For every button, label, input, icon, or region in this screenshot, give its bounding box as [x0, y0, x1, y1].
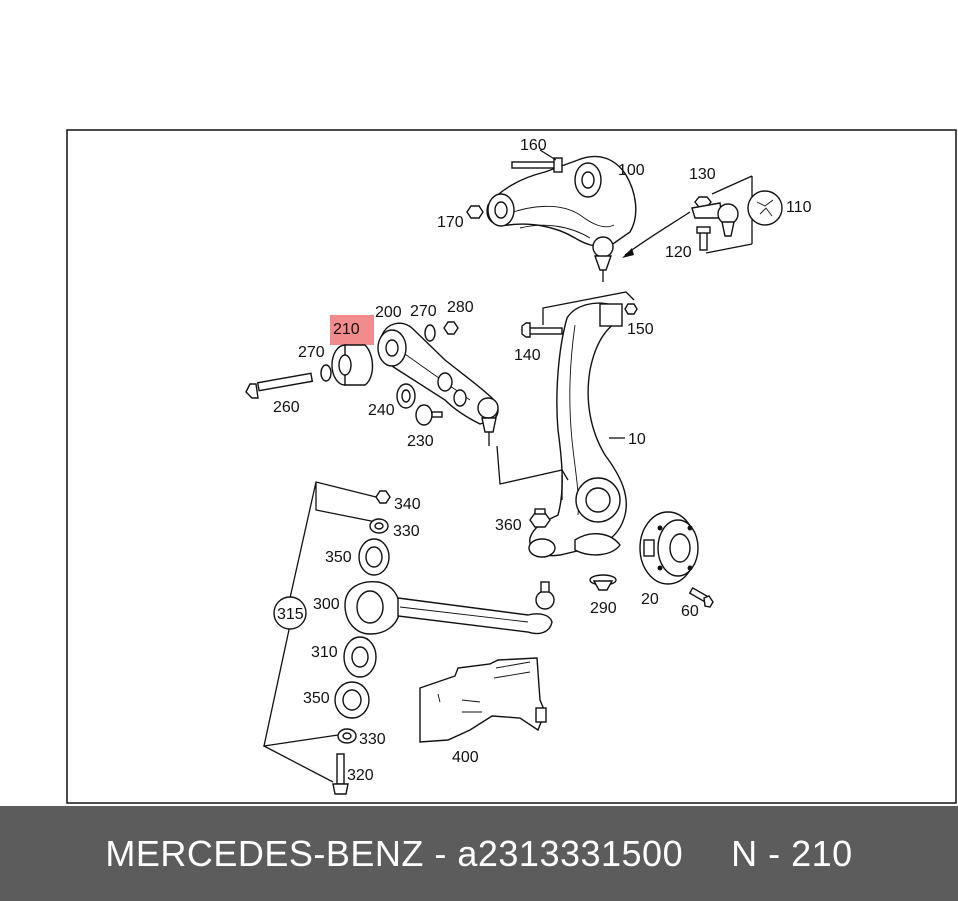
label-60: 60	[681, 603, 699, 620]
wheel-hub	[639, 511, 714, 608]
label-20: 20	[641, 591, 659, 608]
label-270-upper: 270	[410, 303, 437, 320]
label-290: 290	[590, 600, 617, 617]
label-10: 10	[628, 431, 646, 448]
label-350-lower: 350	[303, 690, 330, 707]
label-210: 210	[333, 321, 360, 338]
brand-name: MERCEDES-BENZ	[105, 832, 424, 874]
part-210-highlight	[330, 315, 374, 345]
label-130: 130	[689, 166, 716, 183]
part-info-bar: MERCEDES-BENZ - a2313331500 N - 210	[0, 806, 958, 901]
label-300: 300	[313, 596, 340, 613]
parts-diagram: 160 100 130 110 170 120 200 270 280 210 …	[66, 129, 957, 804]
front-lower-control-arm	[245, 315, 569, 485]
label-100: 100	[618, 162, 645, 179]
label-270-lower: 270	[298, 344, 325, 361]
label-160: 160	[520, 137, 547, 154]
part-number: a2313331500	[457, 832, 684, 874]
label-330-upper: 330	[393, 523, 420, 540]
part-labels: 160 100 130 110 170 120 200 270 280 210 …	[273, 137, 812, 784]
steering-knuckle	[521, 291, 638, 558]
label-330-lower: 330	[359, 731, 386, 748]
label-400: 400	[452, 749, 479, 766]
rear-lower-control-arm	[263, 481, 555, 795]
label-280: 280	[447, 299, 474, 316]
diagram-reference: N - 210	[731, 832, 853, 874]
footer-separator: -	[423, 832, 458, 874]
label-360: 360	[495, 517, 522, 534]
label-150: 150	[627, 321, 654, 338]
label-315: 315	[277, 606, 304, 623]
label-110: 110	[786, 199, 812, 216]
label-230: 230	[407, 433, 434, 450]
label-200: 200	[375, 304, 402, 321]
label-340: 340	[394, 496, 421, 513]
underbody-shield	[419, 657, 547, 743]
label-350-upper: 350	[325, 549, 352, 566]
label-320: 320	[347, 767, 374, 784]
label-140: 140	[514, 347, 541, 364]
label-120: 120	[665, 244, 692, 261]
label-170: 170	[437, 214, 464, 231]
label-260: 260	[273, 399, 300, 416]
upper-control-arm	[466, 149, 691, 282]
ball-joint-assembly	[691, 175, 783, 254]
knuckle-fasteners	[529, 475, 617, 591]
label-240: 240	[368, 402, 395, 419]
label-310: 310	[311, 644, 338, 661]
